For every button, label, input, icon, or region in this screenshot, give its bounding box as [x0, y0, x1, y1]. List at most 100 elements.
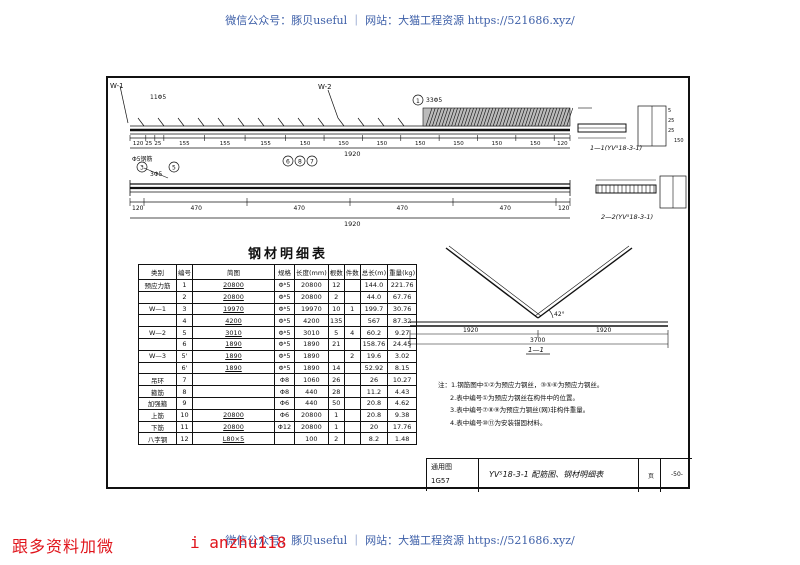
- table-cell: 9.38: [387, 408, 418, 422]
- table-cell: 11.2: [359, 385, 389, 398]
- dim-label: 470: [191, 205, 203, 212]
- table-cell: 52.92: [359, 361, 389, 375]
- table-cell: 20800: [294, 279, 329, 292]
- table-cell: L80×5: [192, 432, 275, 446]
- table-cell: 4: [343, 326, 361, 339]
- table-cell: 1: [327, 420, 345, 434]
- table-cell: 26: [359, 373, 389, 387]
- table-cell: 5: [176, 326, 193, 339]
- table-cell: 1890: [192, 349, 275, 363]
- title-block-code: 1G57: [431, 477, 450, 485]
- table-title: 钢材明细表: [248, 247, 329, 262]
- table-cell: 158.76: [359, 337, 389, 351]
- table-cell: [192, 385, 275, 398]
- table-cell: Φ6: [274, 408, 295, 422]
- table-cell: 30.76: [387, 302, 418, 316]
- table-cell: 20800: [294, 420, 329, 434]
- dim-label: 470: [500, 205, 512, 212]
- table-cell: 5': [176, 349, 193, 363]
- dim-label: 120: [133, 141, 144, 147]
- table-cell: 20800: [192, 290, 275, 304]
- table-cell: [192, 396, 275, 410]
- table-cell: [343, 290, 361, 304]
- table-cell: Φ12: [274, 420, 295, 434]
- title-block-label: 通用图: [431, 463, 452, 471]
- dim-label: 120: [558, 205, 570, 212]
- v-dim-left: 1920: [463, 327, 478, 334]
- section-2-label: 2—2(YV⁵18-3-1): [601, 213, 653, 221]
- note-line: 注：1.钢筋图中①②为预应力钢丝，③⑤⑥为预应力钢丝。: [438, 381, 604, 389]
- table-cell: [343, 420, 361, 434]
- table-cell: 11: [176, 420, 193, 434]
- dim-label: 150: [415, 141, 426, 147]
- drawing-title: YV⁵18-3-1 配筋图、钢材明细表: [489, 470, 604, 479]
- callout-circle: [282, 155, 294, 167]
- dim-label: 25: [154, 141, 161, 147]
- callout-circle: [294, 155, 306, 167]
- callout-circle: [306, 155, 318, 167]
- v-dim-right: 1920: [596, 327, 611, 334]
- dim-label: 120: [132, 205, 144, 212]
- v-panel-elevation: [409, 245, 669, 355]
- table-cell: 1890: [294, 349, 329, 363]
- table-cell: 440: [294, 385, 329, 398]
- table-cell: [343, 373, 361, 387]
- table-cell: Φ6: [274, 396, 295, 410]
- table-cell: 4200: [294, 314, 329, 328]
- watermark-bottom: 微信公众号：豚贝useful ｜ 网站：大猫工程资源 https://52168…: [225, 534, 575, 547]
- table-cell: Φᵇ5: [274, 349, 295, 363]
- table-cell: [343, 408, 361, 422]
- elev2-sub-note: 3Φ5: [150, 171, 163, 178]
- table-cell: 1890: [294, 361, 329, 375]
- table-cell: 8.2: [359, 432, 389, 446]
- callout-circle: [412, 94, 424, 106]
- section-dim: 25: [668, 128, 674, 134]
- table-cell: [274, 432, 295, 446]
- table-cell: [343, 396, 361, 410]
- dim-label: 470: [397, 205, 409, 212]
- table-cell: 4: [176, 314, 193, 328]
- table-cell: Φᵇ5: [274, 279, 295, 292]
- table-cell: 3.02: [387, 349, 418, 363]
- table-cell: [138, 361, 177, 375]
- table-cell: 上筋: [138, 408, 177, 422]
- col-pieces: 件数: [343, 264, 361, 280]
- table-cell: 440: [294, 396, 329, 410]
- table-cell: Φᵇ5: [274, 326, 295, 339]
- section-1-label: 1—1(YV⁵18-3-1): [590, 144, 642, 152]
- table-cell: 1.48: [387, 432, 418, 446]
- table-cell: 100: [294, 432, 329, 446]
- table-cell: Φᵇ5: [274, 290, 295, 304]
- table-cell: 预应力筋: [138, 279, 177, 292]
- table-cell: 9: [176, 396, 193, 410]
- angle-label: 42°: [554, 311, 565, 318]
- table-cell: 199.7: [359, 302, 389, 316]
- table-cell: [327, 349, 345, 363]
- bar-note-left: 11Φ5: [150, 94, 166, 101]
- table-cell: 10: [176, 408, 193, 422]
- section-dim: 25: [668, 118, 674, 124]
- table-cell: 箍筋: [138, 385, 177, 398]
- note-line: 3.表中编号⑦⑧⑨为预应力钢丝(网)非构件重量。: [450, 406, 590, 414]
- table-cell: 10.27: [387, 373, 418, 387]
- table-cell: Φᵇ5: [274, 361, 295, 375]
- table-cell: 6': [176, 361, 193, 375]
- table-cell: 14: [327, 361, 345, 375]
- v-section-label: 1—1: [528, 346, 544, 354]
- table-cell: 60.2: [359, 326, 389, 339]
- callout-label: 5: [172, 165, 176, 172]
- table-cell: [343, 337, 361, 351]
- callout-label: 3: [140, 165, 144, 172]
- elevation-2: [129, 167, 571, 219]
- table-cell: 3: [176, 302, 193, 316]
- table-cell: 20: [359, 420, 389, 434]
- table-cell: 24.45: [387, 337, 418, 351]
